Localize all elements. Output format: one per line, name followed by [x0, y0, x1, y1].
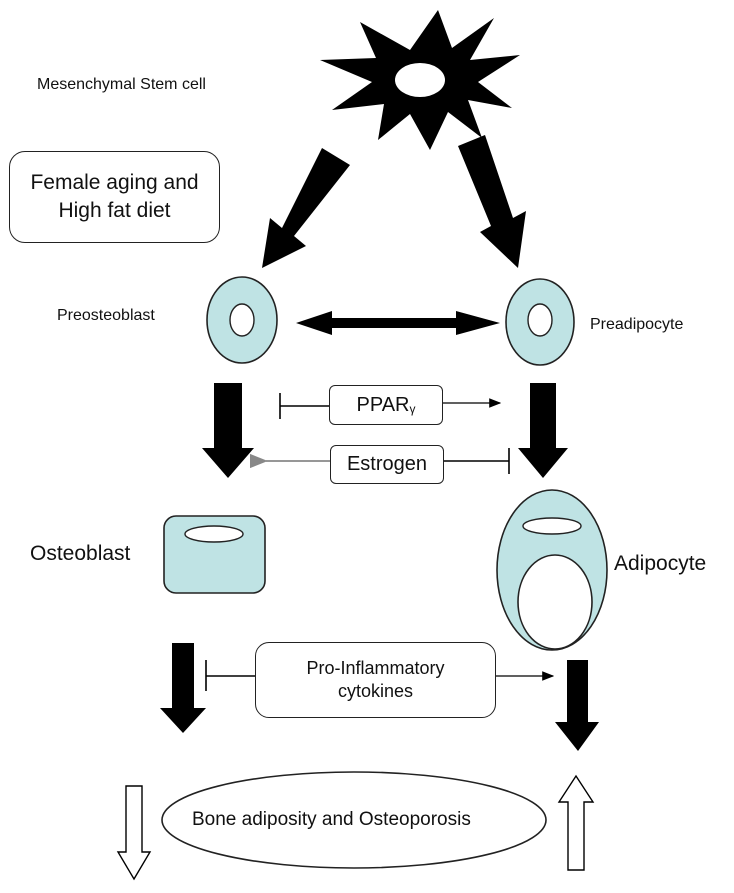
stem-cell-star	[320, 10, 520, 150]
ppar-label: PPAR	[356, 393, 410, 416]
preadipocyte-label: Preadipocyte	[590, 316, 684, 333]
double-arrow-icon	[296, 311, 500, 335]
outcome-ellipse	[161, 771, 547, 869]
arrow-adipocyte-to-outcome	[555, 660, 599, 751]
hollow-up-arrow-icon	[557, 774, 595, 871]
condition-line-1: Female aging and	[30, 171, 199, 194]
estrogen-box: Estrogen	[330, 445, 444, 484]
osteoblast-cell	[163, 515, 266, 594]
cytokines-line-1: Pro-Inflammatory	[306, 658, 445, 678]
outcome-label: Bone adiposity and Osteoporosis	[192, 809, 471, 830]
condition-box: Female aging and High fat diet	[9, 151, 220, 243]
preosteoblast-label: Preosteoblast	[57, 307, 155, 324]
adipocyte-cell	[496, 489, 608, 651]
cytokines-box: Pro-Inflammatory cytokines	[255, 642, 496, 718]
arrow-preadipocyte-to-adipocyte	[518, 383, 568, 478]
osteoblast-label: Osteoblast	[30, 542, 131, 565]
arrow-osteoblast-to-outcome	[160, 643, 206, 733]
estrogen-label: Estrogen	[346, 453, 428, 475]
preosteoblast-cell	[206, 276, 278, 364]
hollow-down-arrow-icon	[116, 785, 152, 881]
stem-cell-label: Mesenchymal Stem cell	[37, 76, 206, 93]
ppar-gamma-subscript: γ	[409, 402, 416, 416]
arrow-to-preosteoblast	[262, 148, 350, 268]
condition-line-2: High fat diet	[58, 199, 171, 222]
arrow-to-preadipocyte	[458, 135, 526, 268]
arrow-preosteoblast-to-osteoblast	[202, 383, 254, 478]
preadipocyte-cell	[505, 278, 575, 366]
adipocyte-label: Adipocyte	[614, 552, 707, 575]
cytokines-line-2: cytokines	[337, 681, 414, 701]
